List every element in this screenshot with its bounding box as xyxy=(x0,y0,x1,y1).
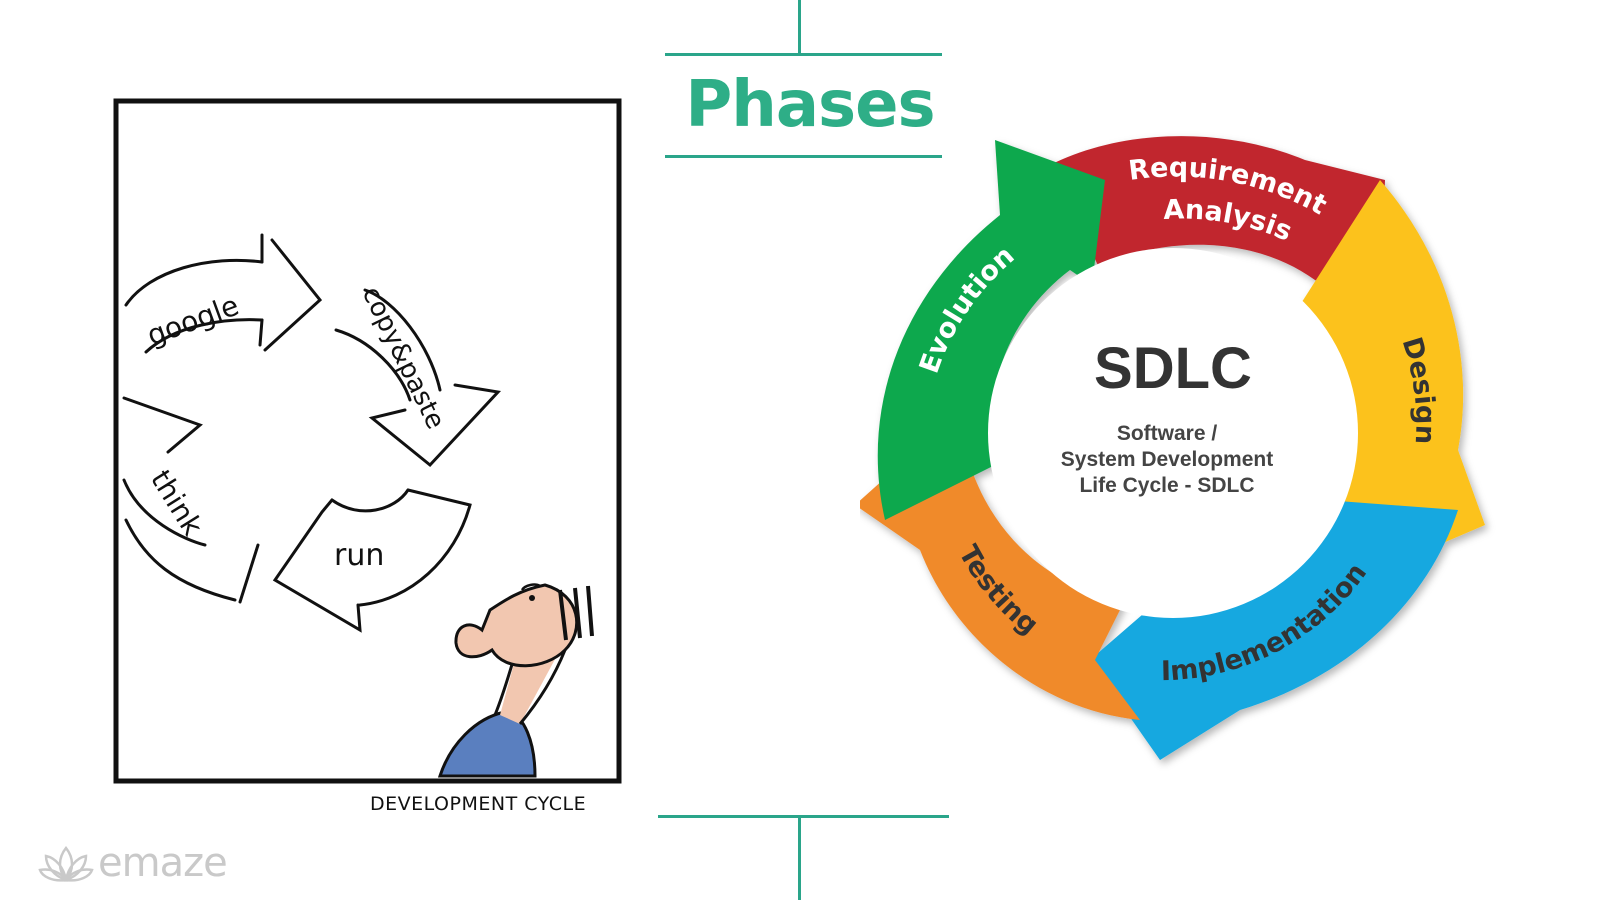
google-arrow xyxy=(124,233,323,354)
title-top-rule xyxy=(665,53,942,56)
segment-evolution xyxy=(877,140,1105,520)
top-vertical-line xyxy=(798,0,801,55)
sdlc-center-line3: Life Cycle - SDLC xyxy=(1079,474,1254,497)
segment-implementation xyxy=(1090,500,1458,760)
page-title: Phases xyxy=(685,68,935,142)
sdlc-cycle-diagram: SDLC Software / System Development Life … xyxy=(860,136,1485,760)
copy-paste-arrow xyxy=(334,288,502,468)
sdlc-center-line2: System Development xyxy=(1061,448,1273,471)
lotus-icon xyxy=(38,845,94,883)
think-arrow xyxy=(122,396,260,604)
title-bottom-rule xyxy=(665,155,942,158)
run-arrow xyxy=(272,488,472,633)
logo-text: emaze xyxy=(98,840,228,886)
sdlc-center-line1: Software / xyxy=(1117,422,1218,445)
run-label: run xyxy=(334,538,384,573)
emaze-logo: emaze xyxy=(38,840,228,886)
sdlc-center xyxy=(988,248,1358,618)
comic-caption: DEVELOPMENT CYCLE xyxy=(370,793,587,815)
bottom-vertical-line xyxy=(798,815,801,900)
person-illustration xyxy=(437,583,594,778)
bottom-rule xyxy=(658,815,949,818)
development-cycle-comic: google copy&paste run think xyxy=(113,98,622,784)
segment-requirement-analysis xyxy=(1050,136,1385,320)
sdlc-center-title: SDLC xyxy=(1094,336,1252,401)
